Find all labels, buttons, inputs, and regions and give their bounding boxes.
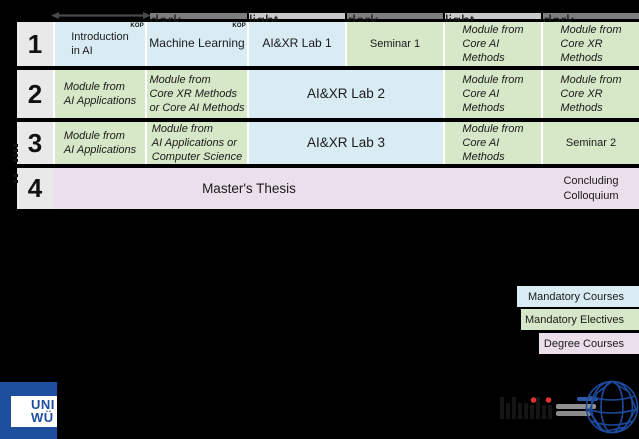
course-cell: AI&XR Lab 3 — [249, 122, 443, 165]
course-cell: Module from Core XR Methods — [543, 22, 639, 66]
course-cell — [445, 168, 541, 209]
semester-row: 4 Master's Thesis Concluding Colloquium — [17, 168, 639, 209]
uni-logo-white-box: UNI WÜ — [11, 396, 57, 427]
course-cell: AI&XR Lab 2 — [249, 70, 443, 118]
course-label: Concluding Colloquium — [563, 175, 619, 202]
course-label: Module from Core AI Methods — [462, 23, 524, 65]
course-cell: Module from AI Applications — [55, 70, 145, 118]
course-label: Module from Core XR Methods — [560, 73, 622, 115]
semester-duration-arrow-icon — [51, 12, 151, 19]
course-cell: Module from Core AI Methods — [445, 122, 541, 165]
semester-row: 3 Module from AI Applications Module from … — [17, 122, 639, 165]
course-label: AI&XR Lab 2 — [306, 86, 386, 102]
timeline-segment: dark — [543, 13, 639, 30]
semester-number: 1 — [17, 22, 53, 66]
institute-caption-line — [556, 411, 591, 416]
course-cell: Machine Learning KOP — [147, 22, 247, 66]
course-cell: AI&XR Lab 1 — [249, 22, 345, 66]
course-label: Module from AI Applications — [63, 130, 137, 157]
kop-badge: KOP — [130, 23, 144, 29]
course-label: AI&XR Lab 3 — [306, 135, 386, 151]
course-label: AI&XR Lab 1 — [262, 36, 332, 51]
course-label: Module from Core XR Methods or Core AI M… — [149, 73, 245, 115]
timeline-segment: light — [445, 13, 541, 30]
uni-logo-text: UNI WÜ — [31, 397, 55, 425]
course-label: Introduction in AI — [71, 30, 129, 57]
course-label: Module from AI Applications — [63, 80, 137, 107]
legend-item-pink: Degree Courses — [539, 333, 639, 354]
course-label: Seminar 2 — [565, 137, 617, 150]
course-label: Module from Core XR Methods — [560, 23, 622, 65]
course-label: Machine Learning — [149, 36, 245, 51]
course-cell: Module from Core AI Methods — [445, 70, 541, 118]
course-label: Module from Core AI Methods — [462, 123, 524, 164]
course-cell: Module from Core XR Methods — [543, 70, 639, 118]
semester-number: 2 — [17, 70, 53, 118]
legend-item-blue: Mandatory Courses — [517, 286, 639, 307]
course-cell: Seminar 2 — [543, 122, 639, 165]
course-label: Seminar 1 — [369, 37, 421, 50]
timeline-segment: light — [249, 13, 345, 30]
course-cell: Seminar 1 — [347, 22, 443, 66]
course-cell: Module from AI Applications or Computer … — [147, 122, 247, 165]
semester-row: 2 Module from AI Applications Module from … — [17, 70, 639, 118]
university-wuerzburg-logo: UNI WÜ — [0, 382, 57, 439]
course-cell: Module from AI Applications — [55, 122, 145, 165]
course-label: Master's Thesis — [202, 180, 296, 196]
wireframe-globe-icon — [585, 380, 639, 434]
course-cell: Module from Core AI Methods — [445, 22, 541, 66]
institute-caption-line — [556, 404, 596, 409]
timeline-segment: dark — [347, 13, 443, 30]
kop-badge: KOP — [232, 23, 246, 29]
course-label: Module from Core AI Methods — [462, 73, 524, 115]
course-cell: Master's Thesis — [55, 168, 443, 209]
semester-number: 3 — [17, 122, 53, 165]
legend-item-green: Mandatory Electives — [521, 309, 639, 330]
semester-number: 4 — [17, 168, 53, 209]
course-label: Module from AI Applications or Computer … — [151, 123, 243, 164]
timeline-segment: dark — [150, 13, 247, 30]
course-cell: Module from Core XR Methods or Core AI M… — [147, 70, 247, 118]
course-cell: Concluding Colloquium — [543, 168, 639, 209]
wue-letters-icon — [500, 397, 552, 419]
